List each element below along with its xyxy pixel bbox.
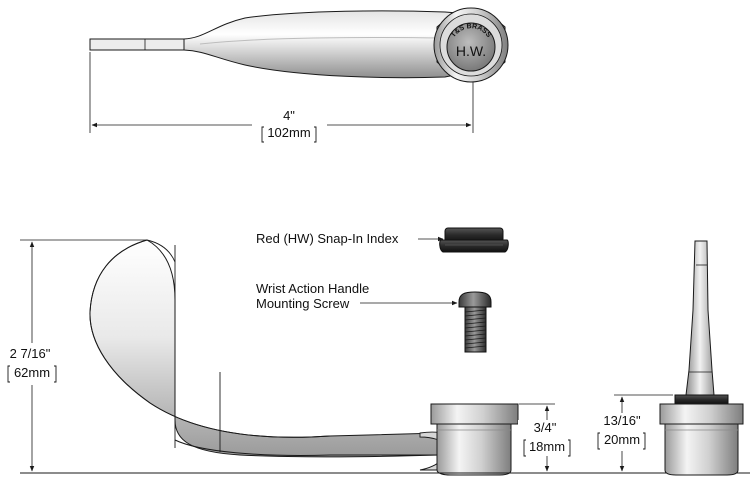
front-view-blade (89, 239, 441, 458)
snap-in-index-cap (439, 227, 509, 253)
dimension-side-base-height: 13/16" 20mm (594, 394, 673, 472)
top-view-tab (89, 38, 186, 51)
dimension-length-imperial: 4" (283, 108, 295, 123)
dimension-height-imperial: 2 7/16" (10, 346, 51, 361)
dimension-side-imperial: 13/16" (603, 413, 641, 428)
top-view-arm (183, 10, 471, 79)
hw-index-disk (446, 22, 496, 72)
dimension-base-metric: 18mm (529, 439, 565, 454)
logo-center-text: H.W. (456, 43, 486, 59)
callout-screw-line1: Wrist Action Handle (256, 281, 369, 296)
callout-index: Red (HW) Snap-In Index (256, 231, 444, 246)
callout-screw: Wrist Action Handle Mounting Screw (256, 281, 458, 311)
side-view-hub-top (659, 403, 744, 425)
dimension-handle-height: 2 7/16" 62mm (2, 239, 147, 472)
dimension-length-metric: 102mm (267, 125, 310, 140)
side-view (659, 240, 744, 476)
dimension-side-metric: 20mm (604, 432, 640, 447)
dimension-base-height: 3/4" 18mm (518, 403, 576, 472)
front-view (89, 239, 519, 476)
callout-screw-line2: Mounting Screw (256, 296, 350, 311)
callout-index-label: Red (HW) Snap-In Index (256, 231, 399, 246)
top-view: T&S BRASS H.W. (89, 7, 509, 83)
dimension-base-imperial: 3/4" (534, 420, 557, 435)
dimension-handle-length: 4" 102mm (89, 52, 474, 143)
front-view-hub-body (436, 423, 512, 476)
dimension-height-metric: 62mm (14, 365, 50, 380)
side-view-hub-body (664, 423, 739, 476)
mounting-screw (458, 291, 492, 353)
front-view-hub-top (430, 403, 519, 425)
